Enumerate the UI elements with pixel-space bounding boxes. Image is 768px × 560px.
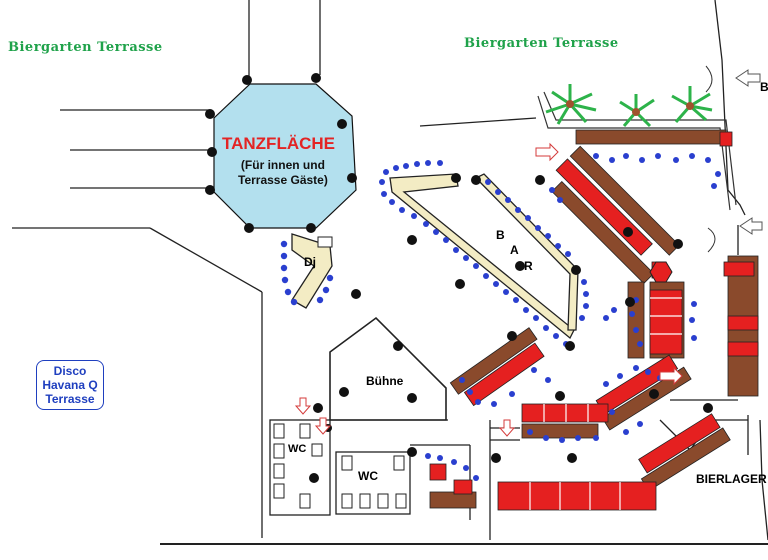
palm-trunks bbox=[566, 100, 694, 116]
palm-trees bbox=[545, 84, 713, 128]
dance-floor-note-line-2: Terrasse Gäste) bbox=[238, 173, 328, 187]
exit-arrows bbox=[735, 69, 763, 235]
chairs bbox=[425, 153, 721, 481]
dance-floor-columns bbox=[205, 73, 357, 233]
dance-floor-note: (Für innen und Terrasse Gäste) bbox=[238, 158, 328, 188]
dance-floor bbox=[213, 83, 357, 229]
dance-floor-title: TANZFLÄCHE bbox=[222, 134, 335, 153]
dance-floor-note-line-1: (Für innen und bbox=[240, 158, 325, 172]
bar-letter-r: R bbox=[524, 259, 533, 273]
disco-terrace-label: Disco Havana Q Terrasse bbox=[36, 360, 104, 410]
wc-label-right: WC bbox=[358, 469, 378, 483]
wc-fixtures bbox=[273, 423, 407, 509]
beer-storage-label: BIERLAGER bbox=[696, 472, 767, 486]
disco-line-3: Terrasse bbox=[45, 392, 95, 406]
walls bbox=[12, 0, 768, 545]
stage-label: Bühne bbox=[366, 374, 404, 388]
dj-label: Dj bbox=[304, 255, 316, 269]
dj-booth bbox=[291, 233, 333, 309]
bar-letter-b: B bbox=[496, 228, 505, 242]
bar-counters bbox=[389, 173, 579, 340]
table-dividers bbox=[529, 297, 682, 510]
right-room-outline bbox=[537, 91, 737, 211]
wc-label-left: WC bbox=[288, 443, 307, 455]
door-swing bbox=[705, 65, 716, 253]
disco-line-2: Havana Q bbox=[42, 378, 98, 392]
edge-letter: B bbox=[760, 80, 768, 94]
garden-terrace-label-left: Biergarten Terrasse bbox=[8, 40, 163, 55]
entrance-arrows bbox=[294, 142, 683, 437]
garden-terrace-label-right: Biergarten Terrasse bbox=[464, 36, 619, 51]
columns bbox=[309, 173, 713, 483]
bar-letter-a: A bbox=[510, 243, 519, 257]
disco-line-1: Disco bbox=[53, 364, 87, 378]
dj-seats bbox=[280, 240, 334, 306]
hexagon-table bbox=[649, 261, 673, 283]
